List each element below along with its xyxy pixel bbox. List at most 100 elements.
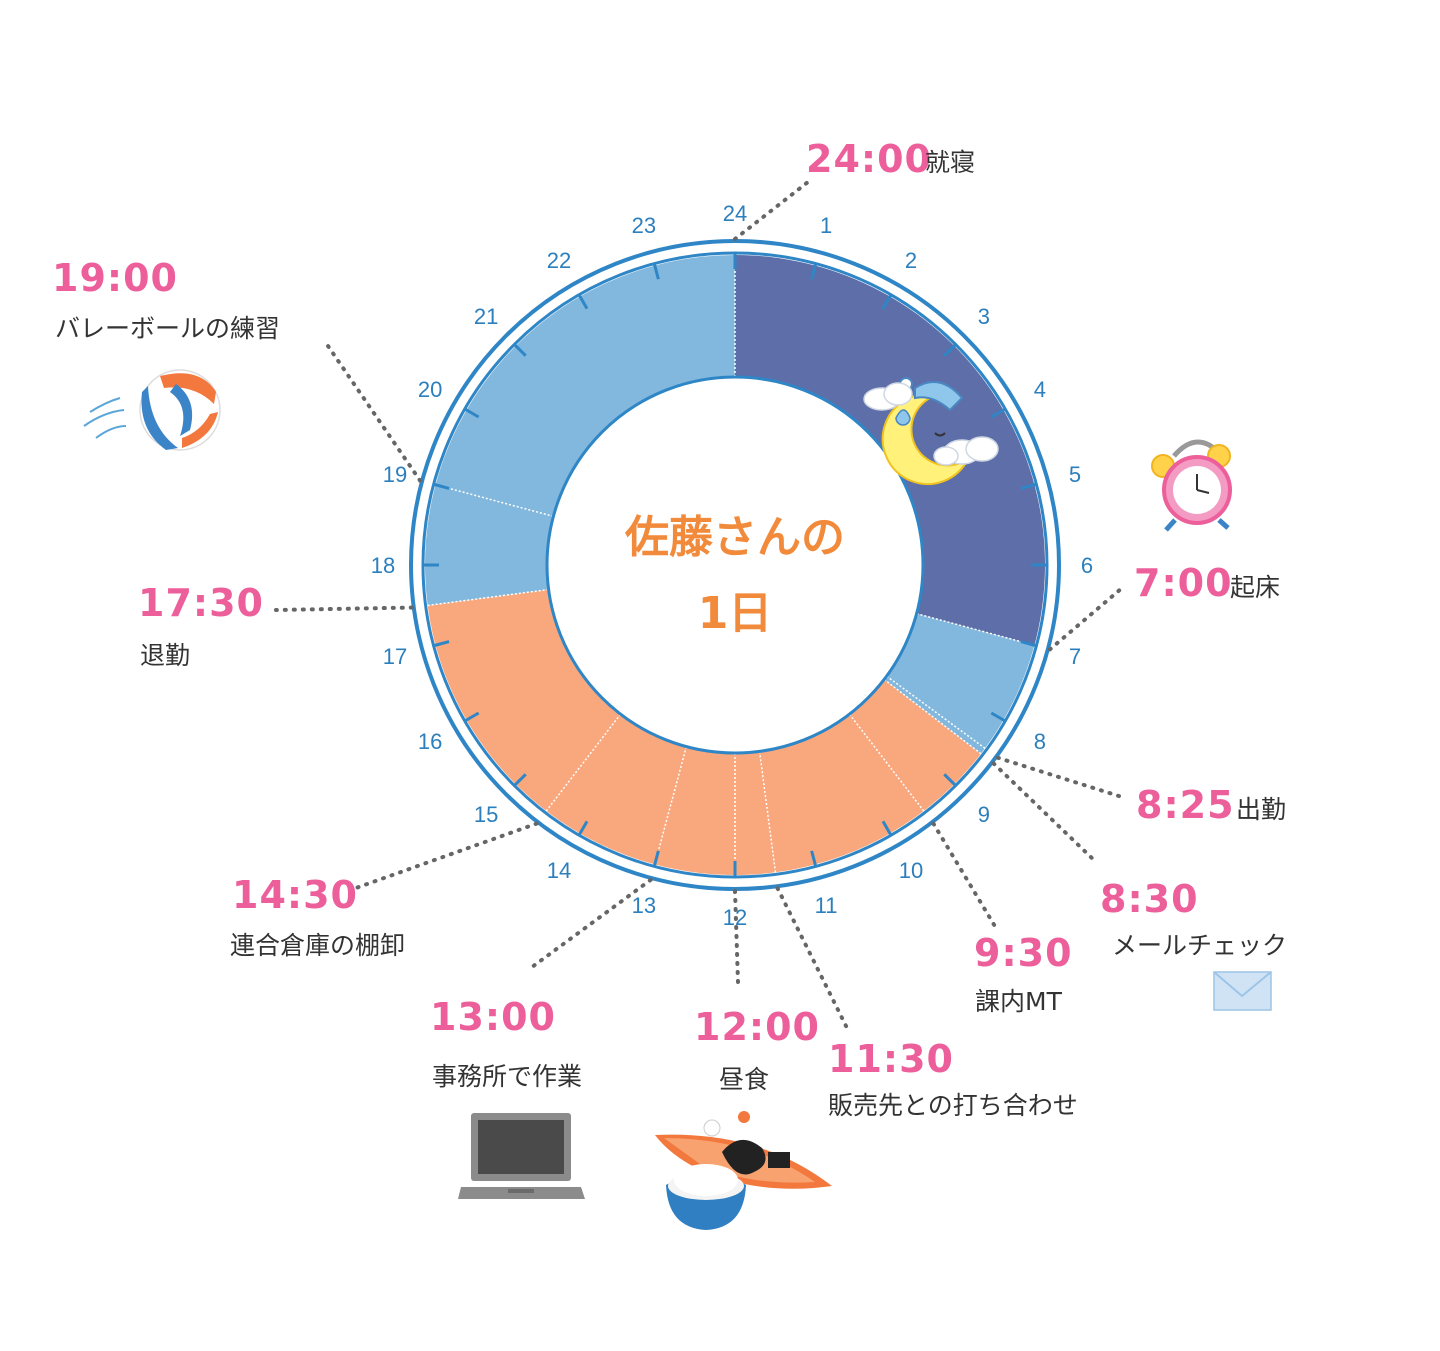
hour-tick bbox=[1020, 482, 1037, 490]
hour-label: 3 bbox=[978, 304, 990, 329]
event-label-meeting: 課内MT bbox=[975, 987, 1063, 1016]
hour-label: 7 bbox=[1069, 644, 1081, 669]
event-time-lunch: 12:00 bbox=[694, 1005, 820, 1049]
hour-tick bbox=[881, 820, 893, 836]
leader-line bbox=[274, 605, 414, 612]
hour-tick bbox=[943, 343, 957, 357]
schedule-segment bbox=[427, 589, 981, 875]
hour-tick bbox=[810, 263, 818, 280]
event-time-commute: 8:25 bbox=[1136, 783, 1235, 827]
segment-divider bbox=[848, 713, 925, 812]
event-time-leave: 17:30 bbox=[138, 581, 264, 625]
event-label-warehouse: 連合倉庫の棚卸 bbox=[230, 931, 405, 960]
volleyball-icon bbox=[83, 369, 221, 451]
segment-divider bbox=[886, 675, 986, 749]
hour-tick bbox=[464, 711, 480, 723]
event-label-commute: 出勤 bbox=[1236, 795, 1286, 824]
inner-ring bbox=[545, 375, 925, 755]
leader-line bbox=[1047, 586, 1124, 652]
hour-tick bbox=[433, 482, 450, 490]
leader-line bbox=[995, 755, 1124, 799]
lunch-icon bbox=[655, 1111, 832, 1230]
hour-label: 1 bbox=[820, 213, 832, 238]
title-line2: 1日 bbox=[698, 588, 773, 639]
leader-line bbox=[733, 180, 810, 241]
hour-label: 19 bbox=[383, 462, 407, 487]
hour-label: 8 bbox=[1034, 729, 1046, 754]
schedule-segment bbox=[884, 613, 1035, 754]
hour-label: 22 bbox=[547, 248, 571, 273]
event-label-office: 事務所で作業 bbox=[432, 1062, 582, 1091]
event-time-sleep: 24:00 bbox=[806, 137, 932, 181]
laptop-icon bbox=[458, 1113, 585, 1199]
event-label-mail: メールチェック bbox=[1112, 931, 1287, 960]
event-time-mail: 8:30 bbox=[1100, 877, 1199, 921]
segment-divider bbox=[435, 484, 554, 518]
hour-label: 17 bbox=[383, 644, 407, 669]
leader-line bbox=[354, 821, 539, 890]
hour-label: 2 bbox=[905, 248, 917, 273]
event-label-volley: バレーボールの練習 bbox=[55, 314, 280, 343]
hour-label: 20 bbox=[418, 377, 442, 402]
hour-label: 10 bbox=[899, 858, 923, 883]
segment-divider bbox=[916, 612, 1035, 646]
schedule-segment bbox=[425, 255, 735, 606]
hour-tick bbox=[943, 773, 957, 787]
mail-icon bbox=[1213, 971, 1272, 1011]
hour-tick bbox=[990, 407, 1006, 419]
hour-label: 13 bbox=[632, 893, 656, 918]
hour-tick bbox=[433, 640, 450, 648]
hour-tick bbox=[513, 343, 527, 357]
segment-divider bbox=[654, 746, 688, 865]
hour-label: 24 bbox=[723, 201, 747, 226]
hour-tick bbox=[990, 711, 1006, 723]
hour-label: 14 bbox=[547, 858, 571, 883]
event-label-client: 販売先との打ち合わせ bbox=[828, 1091, 1078, 1120]
hour-labels: 241234567891011121314151617181920212223 bbox=[371, 201, 1093, 930]
alarm-clock-icon bbox=[1151, 439, 1232, 532]
event-time-wake: 7:00 bbox=[1134, 561, 1233, 605]
hour-ticks bbox=[423, 253, 1047, 877]
leader-line bbox=[991, 761, 1098, 864]
leader-line bbox=[526, 877, 653, 972]
event-time-volley: 19:00 bbox=[52, 256, 178, 300]
event-label-wake: 起床 bbox=[1230, 573, 1280, 602]
moon-icon bbox=[863, 377, 999, 486]
hour-tick bbox=[464, 407, 480, 419]
event-time-warehouse: 14:30 bbox=[232, 873, 358, 917]
hour-label: 21 bbox=[474, 304, 498, 329]
title-line1: 佐藤さんの bbox=[624, 512, 845, 563]
hour-label: 15 bbox=[474, 802, 498, 827]
leader-line bbox=[733, 889, 740, 984]
hour-label: 18 bbox=[371, 553, 395, 578]
hour-tick bbox=[810, 850, 818, 867]
hour-label: 6 bbox=[1081, 553, 1093, 578]
hour-tick bbox=[652, 263, 660, 280]
leader-line bbox=[931, 821, 998, 930]
segment-divider bbox=[427, 588, 549, 607]
event-time-office: 13:00 bbox=[430, 995, 556, 1039]
hour-tick bbox=[577, 820, 589, 836]
event-label-leave: 退勤 bbox=[140, 641, 190, 670]
segment-divider bbox=[758, 751, 777, 873]
segment-divider bbox=[883, 678, 982, 755]
leader-lines bbox=[274, 180, 1124, 1032]
hour-tick bbox=[513, 773, 527, 787]
hour-label: 16 bbox=[418, 729, 442, 754]
hour-label: 9 bbox=[978, 802, 990, 827]
hour-label: 5 bbox=[1069, 462, 1081, 487]
hour-label: 23 bbox=[632, 213, 656, 238]
hour-tick bbox=[881, 294, 893, 310]
hour-tick bbox=[652, 850, 660, 867]
event-label-sleep: 就寝 bbox=[925, 148, 975, 177]
leader-line bbox=[326, 344, 423, 483]
hour-tick bbox=[1020, 640, 1037, 648]
event-time-meeting: 9:30 bbox=[974, 931, 1073, 975]
hour-label: 4 bbox=[1034, 377, 1046, 402]
event-label-lunch: 昼食 bbox=[719, 1065, 769, 1094]
hour-label: 11 bbox=[815, 893, 838, 918]
leader-line bbox=[775, 886, 850, 1032]
segment-divider bbox=[545, 713, 622, 812]
hour-tick bbox=[577, 294, 589, 310]
